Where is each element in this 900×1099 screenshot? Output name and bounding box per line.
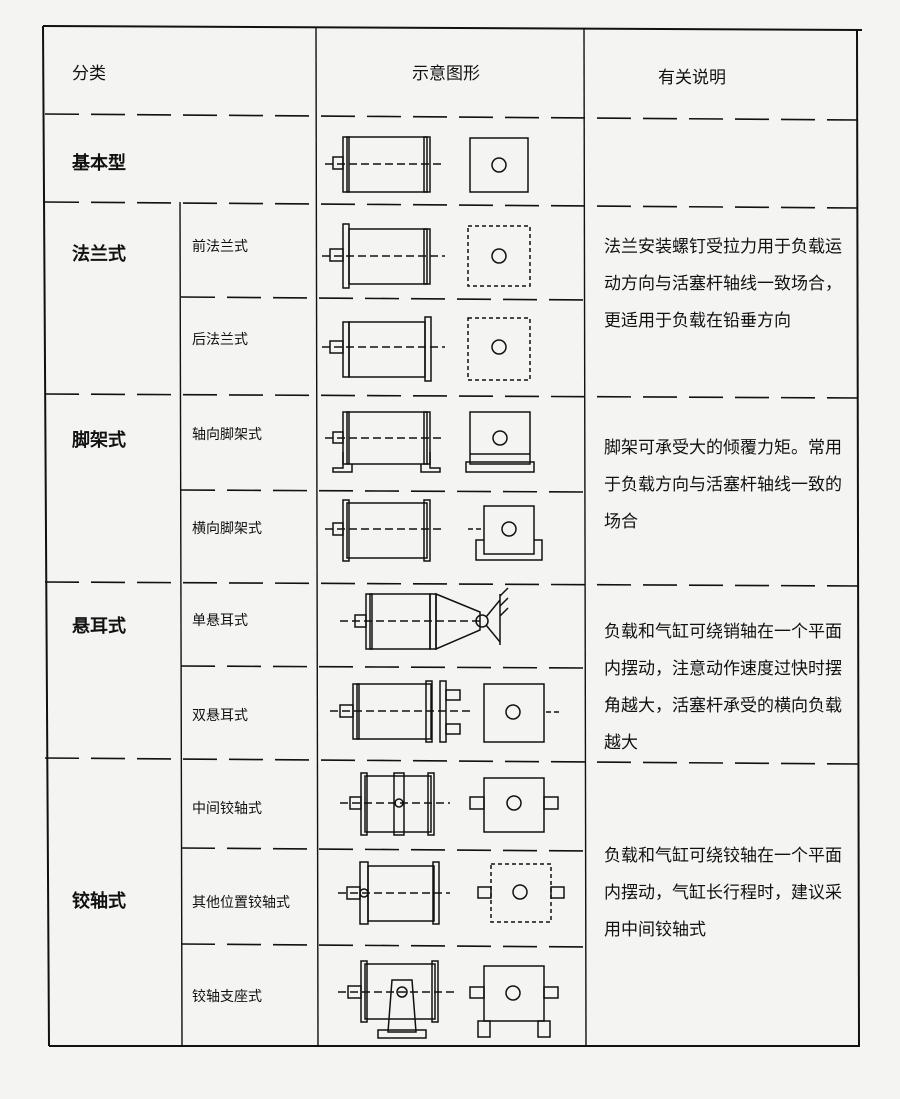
header-category: 分类	[72, 64, 106, 84]
trunnion-bracket-diagram	[338, 960, 559, 1039]
note-trunnion: 负载和气缸可绕铰轴在一个平面内摆动，气缸长行程时，建议采用中间铰轴式	[604, 846, 842, 940]
category-trunnion: 铰轴式	[72, 891, 126, 912]
subtype-other-trunnion: 其他位置铰轴式	[192, 895, 290, 911]
category-clevis: 悬耳式	[72, 616, 126, 637]
subtype-transverse-foot: 横向脚架式	[192, 521, 262, 537]
subtype-double-clevis: 双悬耳式	[192, 708, 248, 724]
note-foot: 脚架可承受大的倾覆力矩。常用于负载方向与活塞杆轴线一致的场合	[604, 438, 842, 532]
single-clevis-diagram	[340, 587, 509, 651]
note-flange: 法兰安装螺钉受拉力用于负载运动方向与活塞杆轴线一致场合，更适用于负载在铅垂方向	[604, 237, 842, 331]
subtype-axial-foot: 轴向脚架式	[192, 427, 262, 443]
other-trunnion-diagram	[338, 861, 565, 925]
middle-trunnion-diagram	[340, 772, 559, 836]
axial-foot-diagram	[325, 411, 535, 473]
basic-type-diagram	[325, 136, 529, 193]
subtype-single-clevis: 单悬耳式	[192, 613, 248, 629]
subtype-trunnion-bracket: 铰轴支座式	[192, 989, 262, 1005]
subtype-middle-trunnion: 中间铰轴式	[192, 801, 262, 817]
double-clevis-diagram	[330, 680, 560, 743]
category-foot: 脚架式	[72, 430, 126, 451]
front-flange-diagram	[322, 223, 531, 289]
category-flange: 法兰式	[72, 244, 126, 265]
subtype-rear-flange: 后法兰式	[192, 332, 248, 348]
note-clevis: 负载和气缸可绕销轴在一个平面内摆动，注意动作速度过快时摆角越大，活塞杆承受的横向…	[604, 622, 842, 753]
rear-flange-diagram	[322, 316, 531, 382]
subtype-front-flange: 前法兰式	[192, 239, 248, 255]
category-basic: 基本型	[72, 153, 126, 174]
header-diagram: 示意图形	[412, 64, 480, 84]
transverse-foot-diagram	[325, 499, 543, 562]
header-notes: 有关说明	[658, 68, 726, 88]
